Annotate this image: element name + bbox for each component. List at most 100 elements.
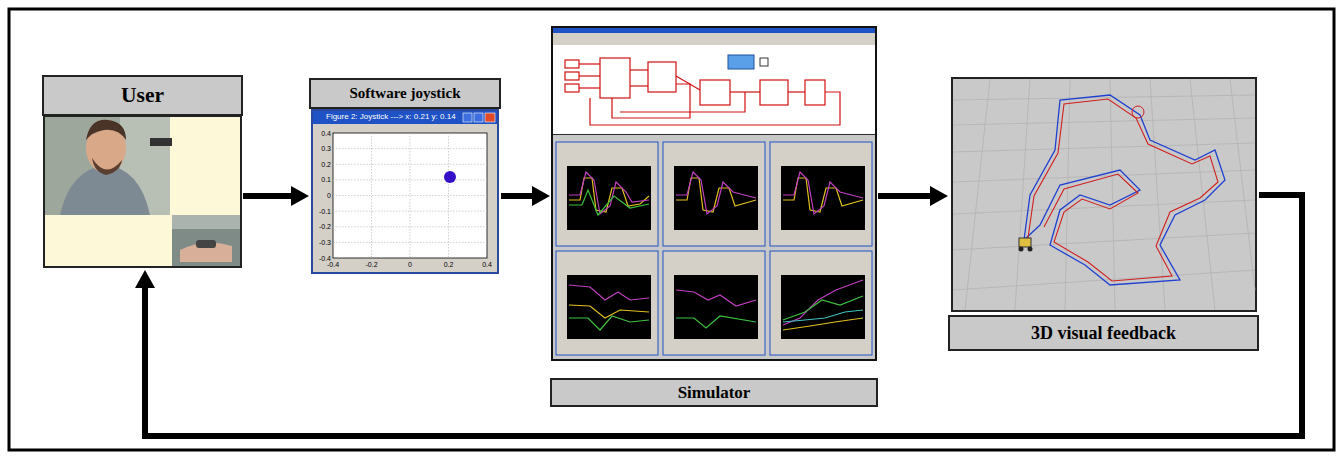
simulink-window-part-part: [630, 69, 648, 70]
joystick-window-part-part: [333, 179, 487, 180]
3d-view-part-part: [953, 233, 1255, 250]
axis-tick: 0: [312, 192, 331, 199]
panel-heading: 3D visual feedback: [948, 315, 1259, 351]
scope-windows-part-part: [567, 166, 651, 230]
user-photo-part: [150, 138, 172, 146]
joystick-window-part-part: [448, 133, 449, 258]
outer-frame: [9, 9, 1334, 450]
scope-windows-part-part: [674, 166, 758, 230]
arrow-head: [930, 186, 948, 206]
scope-windows-part: [569, 172, 863, 330]
scope-windows-part-part: [663, 251, 765, 355]
axis-tick: 0: [408, 261, 412, 268]
panel-heading: User: [42, 75, 243, 116]
simulink-window-part-part: [590, 92, 840, 125]
user-photo-part: [196, 240, 216, 248]
scope-windows-part-part: [770, 142, 872, 246]
simulink-window-part: [552, 27, 876, 360]
simulink-window-part: [553, 28, 875, 33]
scope-windows-part-part: [556, 251, 658, 355]
axis-tick: -0.2: [312, 223, 331, 230]
user-photo-part: [172, 215, 240, 229]
scope-windows-part: [556, 142, 872, 355]
joystick-window-part: [474, 113, 483, 122]
scope-windows-part-part: [556, 142, 658, 246]
scope-windows-part-part: [567, 275, 651, 339]
flow-arrow: [878, 186, 948, 206]
simulink-window-part-part: [700, 80, 730, 105]
scope-windows-part-part: [569, 190, 649, 215]
arrow-head: [532, 186, 550, 206]
simulink-window-part: [565, 58, 840, 125]
simulink-window-part-part: [579, 75, 600, 76]
scope-windows-part-part: [676, 172, 756, 214]
simulink-window-part: [760, 58, 768, 66]
scope-windows-part-part: [781, 166, 865, 230]
panel-node: User: [42, 75, 243, 270]
joystick-window-part: [313, 111, 497, 124]
arrow-line: [878, 193, 934, 199]
simulink-window-part: [553, 135, 875, 359]
scope-windows-part-part: [676, 290, 756, 306]
joystick-window-part: [463, 113, 472, 122]
arrow-line: [145, 195, 1302, 436]
panel-heading: Simulator: [550, 378, 878, 407]
axis-tick: 0.4: [312, 130, 331, 137]
3d-view-part-part: [953, 143, 1255, 152]
3d-view-part: [1028, 99, 1218, 281]
3d-view-part-part: [1110, 79, 1115, 310]
simulink-window-part: [553, 28, 875, 134]
user-photo: [44, 116, 241, 267]
arrow-head: [291, 186, 309, 206]
scope-windows-part-part: [781, 275, 865, 339]
scope-windows-part-part: [783, 172, 863, 214]
axis-tick: -0.1: [312, 208, 331, 215]
axis-tick: 0.2: [444, 261, 454, 268]
flow-arrow: [243, 186, 309, 206]
3d-view-part-part: [1065, 79, 1070, 310]
3d-view-part-part: [953, 118, 1255, 125]
simulink-window-part: [728, 55, 754, 69]
simulink-window: [552, 27, 876, 360]
axis-tick: -0.3: [312, 239, 331, 246]
axis-tick: 0.2: [312, 161, 331, 168]
3d-view-part-part: [965, 79, 990, 310]
3d-view-part: [1019, 238, 1031, 247]
simulink-window-part-part: [612, 84, 690, 118]
simulink-window-part-part: [565, 72, 579, 80]
axis-tick: 0.1: [312, 176, 331, 183]
scope-windows-part-part: [676, 316, 756, 328]
scope-windows-part-part: [783, 296, 863, 320]
simulink-window-part-part: [788, 91, 805, 92]
simulink-window-part-part: [579, 87, 600, 88]
arrow-line: [243, 193, 295, 199]
scope-windows-part-part: [674, 275, 758, 339]
axis-tick: 0.4: [482, 261, 492, 268]
simulink-window-part-part: [600, 58, 630, 98]
scope-windows-part-part: [569, 305, 649, 318]
arrow-line: [501, 193, 536, 199]
simulink-window-part-part: [648, 62, 676, 92]
user-photo-part: [172, 215, 240, 266]
joystick-window-part: [333, 133, 487, 258]
axis-tick: -0.2: [365, 261, 377, 268]
simulink-window-part-part: [760, 80, 788, 105]
3d-view-part-part: [1230, 79, 1255, 290]
3d-view-part: [953, 79, 1255, 310]
3d-view-part-part: [953, 170, 1255, 182]
scope-windows-part: [567, 166, 865, 339]
panel-node: Software joystick: [309, 78, 501, 276]
simulink-window-part-part: [676, 76, 700, 90]
3d-view-part: [1132, 106, 1144, 118]
simulink-window-part-part: [565, 60, 579, 68]
simulink-window-part: [553, 33, 875, 45]
3d-view-part: [1028, 247, 1033, 252]
flow-arrow: [135, 195, 1302, 436]
3d-view-part: [952, 78, 1256, 311]
panel-heading: Software joystick: [309, 78, 501, 109]
panel-node: Simulator: [550, 25, 878, 408]
simulink-window-part-part: [565, 84, 579, 92]
3d-view: [952, 78, 1256, 311]
axis-tick: 0.3: [312, 145, 331, 152]
scope-windows-part-part: [783, 318, 863, 330]
